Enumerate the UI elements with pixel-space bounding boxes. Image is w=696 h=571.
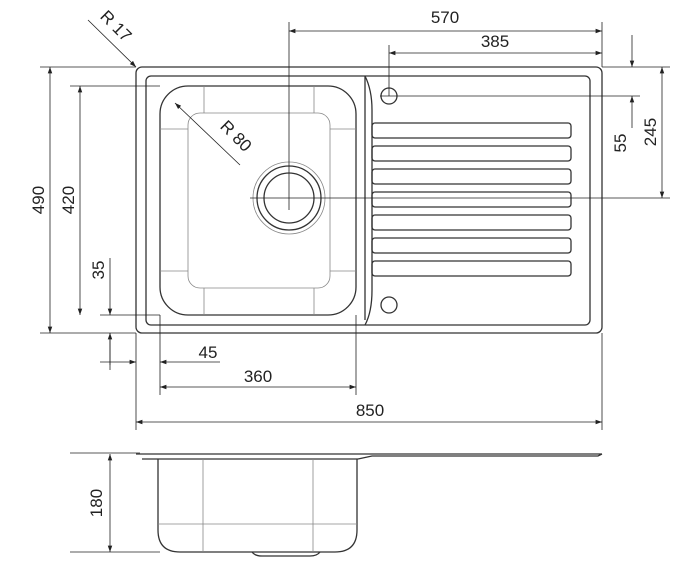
overflow-hole: [380, 296, 398, 314]
dim-55: 55: [611, 134, 630, 153]
drainer-rib: [371, 145, 572, 162]
dim-850: 850: [356, 401, 384, 420]
sink-outline: [135, 66, 603, 334]
drainer-rib: [371, 214, 572, 231]
dim-r80: R 80: [216, 117, 255, 156]
dim-360: 360: [244, 367, 272, 386]
bowl-inner: [187, 112, 331, 289]
drainer-rib: [371, 191, 572, 208]
drainer-rib: [371, 237, 572, 254]
dim-570: 570: [431, 8, 459, 27]
drain-profile: [251, 551, 321, 557]
dim-45: 45: [199, 343, 218, 362]
bowl-outer: [159, 85, 357, 316]
dim-420: 420: [59, 186, 78, 214]
side-view: [136, 453, 603, 557]
bowl-profile: [157, 459, 358, 553]
sink-rim: [145, 75, 591, 326]
dim-490: 490: [29, 186, 48, 214]
dim-245: 245: [641, 118, 660, 146]
drainer-rib: [371, 260, 572, 277]
drainer-rib: [371, 168, 572, 185]
top-view: [135, 66, 603, 334]
dim-385: 385: [481, 32, 509, 51]
dim-180: 180: [87, 489, 106, 517]
dim-35: 35: [89, 261, 108, 280]
drainer-ribs: [371, 122, 572, 277]
drainer-rib: [371, 122, 572, 139]
dim-r17: R 17: [96, 7, 135, 46]
drainer-boundary: [364, 75, 373, 326]
